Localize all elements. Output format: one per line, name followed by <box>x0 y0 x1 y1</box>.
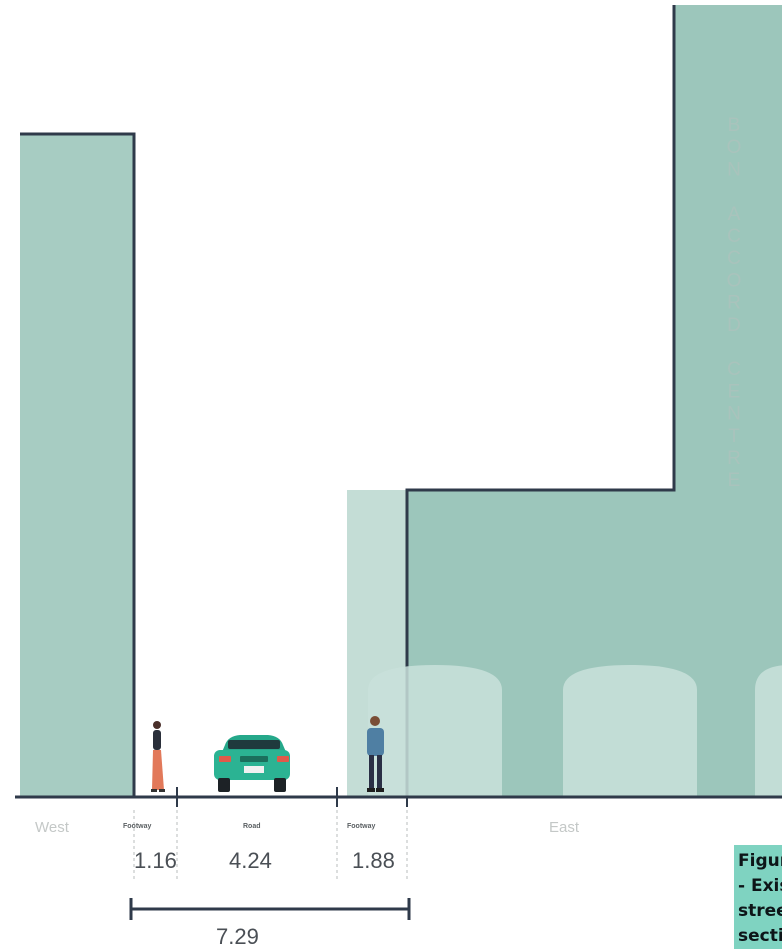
total-dimension-line <box>129 898 411 920</box>
west-building <box>20 134 134 797</box>
arch <box>755 665 782 797</box>
building-name-letter: R <box>727 448 741 469</box>
pedestrian-woman <box>151 721 165 792</box>
segment-label-footway-west: Footway <box>123 823 151 830</box>
segment-width-road: 4.24 <box>229 848 272 873</box>
building-name-letter: E <box>728 381 741 402</box>
segment-guides <box>133 810 408 882</box>
west-building-outline <box>20 132 136 797</box>
segment-dividers <box>176 787 408 807</box>
arch <box>563 665 697 797</box>
east-building-outline <box>405 5 676 797</box>
building-name-letter: E <box>728 470 741 491</box>
figure-caption-box: Figure - Existing street section <box>734 845 782 949</box>
building-name-letter: A <box>728 204 741 225</box>
east-building <box>407 5 782 797</box>
west-label: West <box>35 819 70 836</box>
building-name-letter: N <box>727 404 741 425</box>
building-name-letter: C <box>727 359 741 380</box>
building-name-letter: T <box>728 426 740 447</box>
building-name-letter: C <box>727 226 741 247</box>
total-width: 7.29 <box>216 924 259 949</box>
figure-caption: Figure - Existing street section <box>738 851 782 946</box>
building-name-letter: D <box>727 315 741 336</box>
building-name-letter: N <box>727 159 741 180</box>
building-name-letter: R <box>727 293 741 314</box>
arcade <box>368 665 782 797</box>
segment-width-footway-east: 1.88 <box>352 848 395 873</box>
car <box>214 735 290 792</box>
arch <box>368 665 502 797</box>
building-name-letter: O <box>727 137 742 158</box>
building-name-letter: B <box>728 115 741 136</box>
pedestrian-man <box>367 716 384 792</box>
building-name-letter: C <box>727 248 741 269</box>
building-name-letter: O <box>727 270 742 291</box>
segment-label-road: Road <box>243 823 261 830</box>
segment-label-footway-east: Footway <box>347 823 375 830</box>
east-label: East <box>549 819 580 836</box>
segment-width-footway-west: 1.16 <box>134 848 177 873</box>
